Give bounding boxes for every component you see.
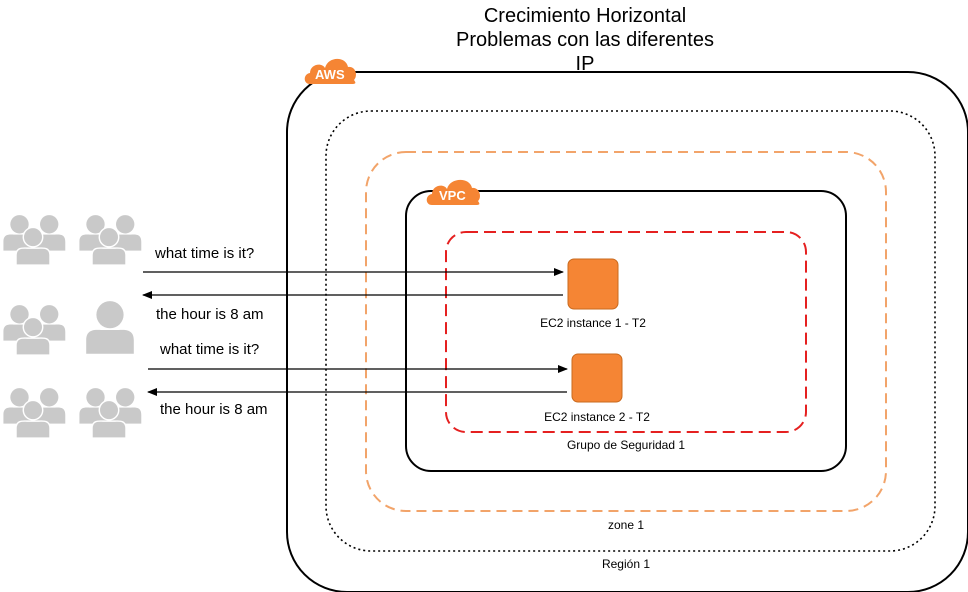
security-group-container: [445, 231, 807, 433]
request-message: what time is it?: [155, 245, 255, 262]
title-line-2: Problemas con las diferentes: [456, 29, 714, 51]
security-group-label: Grupo de Seguridad 1: [566, 438, 686, 452]
diagram-title: Crecimiento Horizontal Problemas con las…: [420, 4, 750, 76]
vpc-container: [405, 190, 847, 472]
request-message: what time is it?: [160, 341, 260, 358]
user-icon: [86, 301, 134, 354]
zone-container: [365, 151, 887, 512]
users-group-icon: [3, 305, 65, 355]
title-line-1: Crecimiento Horizontal: [483, 5, 687, 27]
region-label: Región 1: [601, 557, 651, 571]
availability-zone-dotted-container: [325, 110, 936, 552]
users-group-icon: [79, 215, 141, 265]
vpc-cloud-badge-icon: [426, 179, 480, 205]
title-line-3: IP: [575, 53, 595, 75]
response-message: the hour is 8 am: [156, 306, 264, 323]
response-message: the hour is 8 am: [160, 401, 268, 418]
aws-region-container: [286, 71, 968, 592]
aws-badge-label: AWS: [315, 67, 345, 82]
zone-label: zone 1: [607, 518, 645, 532]
ec2-instance-icon[interactable]: [571, 353, 623, 403]
ec2-instance-label: EC2 instance 2 - T2: [544, 410, 650, 424]
aws-cloud-badge-icon: [304, 58, 356, 84]
users-group-icon: [79, 388, 141, 438]
users-group-icon: [3, 215, 65, 265]
ec2-instance-icon[interactable]: [567, 258, 619, 310]
ec2-instance-label: EC2 instance 1 - T2: [540, 316, 646, 330]
vpc-badge-label: VPC: [439, 188, 466, 203]
users-group-icon: [3, 388, 65, 438]
